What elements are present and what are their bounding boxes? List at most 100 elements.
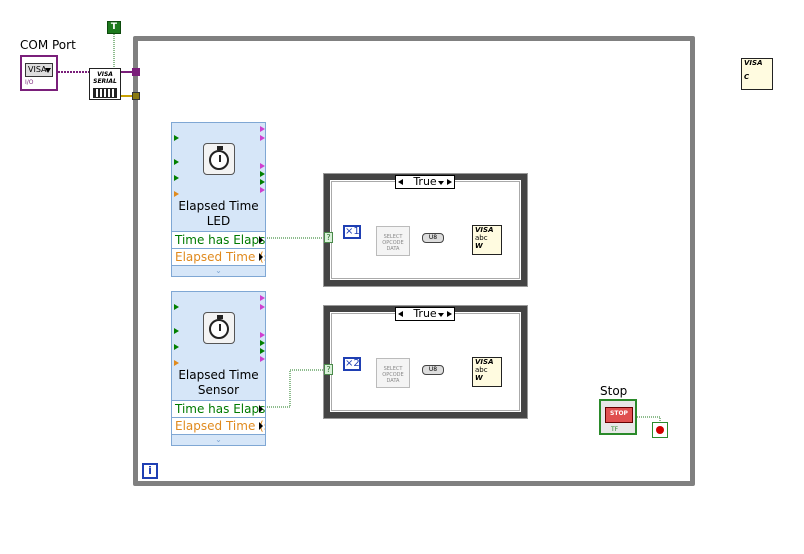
visa-tunnel[interactable] xyxy=(132,68,140,76)
case-selector-sensor[interactable]: True xyxy=(395,307,455,321)
stop-tf-text: TF xyxy=(611,426,619,433)
output-terminal-icon xyxy=(260,179,265,185)
output-terminal-icon xyxy=(260,348,265,354)
case-selector-led[interactable]: True xyxy=(395,175,455,189)
select-opcode-data-node[interactable]: SELECT OPCODE DATA xyxy=(376,226,410,256)
stop-face: STOP xyxy=(605,407,633,423)
visa-serial-config-node[interactable]: VISA SERIAL xyxy=(89,68,121,100)
visa-write-label: VISA xyxy=(475,358,494,366)
timer-title-line1: Elapsed Time xyxy=(178,368,259,382)
u8-conversion-node[interactable]: U8 xyxy=(422,233,444,243)
output-terminal-icon xyxy=(260,187,265,193)
increment-arrow-icon[interactable] xyxy=(447,179,452,185)
chevron-down-icon[interactable] xyxy=(45,68,51,73)
output-terminal-icon xyxy=(260,332,265,338)
u8-conversion-node[interactable]: U8 xyxy=(422,365,444,375)
visa-write-label: VISA xyxy=(475,226,494,234)
visa-write-sub: abc xyxy=(475,234,488,242)
time-has-elapsed-terminal[interactable]: Time has Elapse xyxy=(172,231,265,248)
output-terminal-icon xyxy=(260,340,265,346)
terminal-arrow-icon xyxy=(259,236,263,244)
constant-prefix: × xyxy=(345,358,354,369)
chevron-down-icon[interactable] xyxy=(438,181,444,185)
error-tunnel[interactable] xyxy=(132,92,140,100)
com-port-io-text: I/O xyxy=(25,79,34,86)
input-terminal-icon xyxy=(174,191,179,197)
stopwatch-icon xyxy=(203,143,235,175)
stop-if-true-icon xyxy=(656,426,664,434)
constant-value: 2 xyxy=(353,358,360,369)
input-terminal-icon xyxy=(174,344,179,350)
terminal-arrow-icon xyxy=(259,422,263,430)
input-terminal-icon xyxy=(174,328,179,334)
case-selector-value: True xyxy=(413,175,437,188)
visa-write-w: W xyxy=(475,242,483,250)
opcode-text: SELECT OPCODE DATA xyxy=(382,366,404,384)
com-port-resource-text: VISA xyxy=(28,65,47,74)
output-terminal-icon xyxy=(260,126,265,132)
output-terminal-icon xyxy=(260,295,265,301)
increment-arrow-icon[interactable] xyxy=(447,311,452,317)
input-terminal-icon xyxy=(174,159,179,165)
com-port-control[interactable]: VISA I/O xyxy=(20,55,58,91)
com-port-resource-box[interactable]: VISA xyxy=(25,63,53,77)
visa-close-label: VISA xyxy=(744,59,763,67)
timer-title-line1: Elapsed Time xyxy=(178,199,259,213)
time-has-elapsed-label: Time has Elapse xyxy=(175,402,265,416)
while-loop[interactable] xyxy=(133,36,695,486)
output-terminal-icon xyxy=(260,171,265,177)
constant-prefix: × xyxy=(345,226,354,237)
terminal-arrow-icon xyxy=(259,253,263,261)
output-terminal-icon xyxy=(260,356,265,362)
input-terminal-icon xyxy=(174,175,179,181)
time-has-elapsed-terminal[interactable]: Time has Elapse xyxy=(172,400,265,417)
com-port-label: COM Port xyxy=(20,38,76,52)
opcode-text: SELECT OPCODE DATA xyxy=(382,234,404,252)
decrement-arrow-icon[interactable] xyxy=(398,311,403,317)
visa-close-c: C xyxy=(744,73,750,81)
timer-title-line2: Sensor xyxy=(197,383,240,397)
visa-write-sub: abc xyxy=(475,366,488,374)
visa-close-node[interactable]: VISA C xyxy=(741,58,773,90)
input-terminal-icon xyxy=(174,135,179,141)
timer-title-line2: LED xyxy=(206,214,231,228)
case-selector-terminal[interactable]: ? xyxy=(324,364,333,375)
true-constant[interactable]: T xyxy=(107,21,121,34)
visa-serial-label-2: SERIAL xyxy=(93,78,117,85)
terminal-arrow-icon xyxy=(259,405,263,413)
numeric-constant-1[interactable]: ×1 xyxy=(343,225,361,239)
serial-port-icon xyxy=(93,88,117,98)
elapsed-time-s-terminal[interactable]: Elapsed Time (s) xyxy=(172,248,265,265)
output-terminal-icon xyxy=(260,304,265,310)
constant-value: 1 xyxy=(353,226,360,237)
input-terminal-icon xyxy=(174,304,179,310)
select-opcode-data-node[interactable]: SELECT OPCODE DATA xyxy=(376,358,410,388)
numeric-constant-2[interactable]: ×2 xyxy=(343,357,361,371)
iteration-terminal[interactable]: i xyxy=(142,463,158,479)
output-terminal-icon xyxy=(260,135,265,141)
elapsed-time-s-terminal[interactable]: Elapsed Time (s) xyxy=(172,417,265,434)
time-has-elapsed-label: Time has Elapse xyxy=(175,233,265,247)
bool-wire-timer2-to-case2 xyxy=(267,369,324,408)
visa-write-w: W xyxy=(475,374,483,382)
case-selector-value: True xyxy=(413,307,437,320)
decrement-arrow-icon[interactable] xyxy=(398,179,403,185)
stop-button[interactable]: STOP TF xyxy=(599,399,637,435)
resize-handle-icon[interactable]: ⌄ xyxy=(172,434,265,445)
loop-condition-terminal[interactable] xyxy=(652,422,668,438)
case-selector-terminal[interactable]: ? xyxy=(324,232,333,243)
stop-label: Stop xyxy=(600,384,628,398)
chevron-down-icon[interactable] xyxy=(438,313,444,317)
resize-handle-icon[interactable]: ⌄ xyxy=(172,265,265,276)
visa-serial-label-1: VISA xyxy=(97,71,113,78)
bool-wire-stop-to-condition xyxy=(637,416,661,422)
input-terminal-icon xyxy=(174,360,179,366)
elapsed-time-s-label: Elapsed Time (s) xyxy=(175,250,265,264)
